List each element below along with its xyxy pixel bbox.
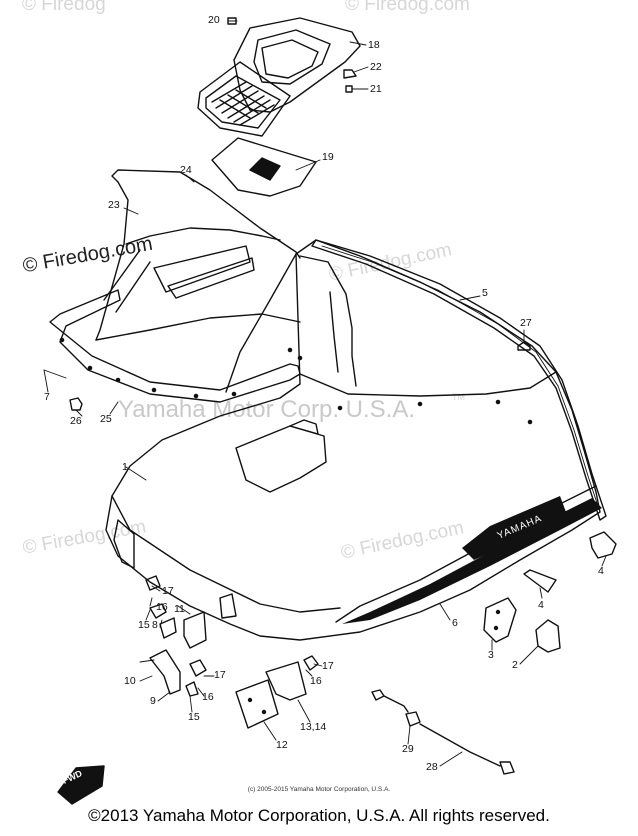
part-number: 15 xyxy=(188,711,200,723)
part-number: 15 xyxy=(138,619,150,631)
part-number: 23 xyxy=(108,199,120,211)
part-number: 6 xyxy=(452,617,458,629)
part-number: 5 xyxy=(482,287,488,299)
part-number: 22 xyxy=(370,61,382,73)
part-number: 29 xyxy=(402,743,414,755)
part-number: 25 xyxy=(100,413,112,425)
hood-body xyxy=(105,239,602,641)
latch-hardware-left xyxy=(145,575,207,697)
part-number: 1 xyxy=(122,461,128,473)
part-number: 26 xyxy=(70,415,82,427)
part-number: 27 xyxy=(520,317,532,329)
part-number: 18 xyxy=(368,39,380,51)
windshield xyxy=(95,169,301,341)
hinge-13-14 xyxy=(265,655,319,701)
fasteners-upper xyxy=(227,17,357,93)
part-number: 13,14 xyxy=(300,721,327,733)
part-number: 8 xyxy=(152,619,158,631)
part-number: 7 xyxy=(44,391,50,403)
part-number: 20 xyxy=(208,14,220,26)
part-number: 17 xyxy=(322,660,334,672)
fine-print-copyright: (c) 2005-2015 Yamaha Motor Corporation, … xyxy=(247,786,391,793)
part-number: 9 xyxy=(150,695,156,707)
bracket-4 xyxy=(523,531,617,593)
grommet-26 xyxy=(69,397,83,411)
leader-lines xyxy=(43,20,607,767)
part-number: 4 xyxy=(538,599,544,611)
part-number: 3 xyxy=(488,649,494,661)
part-number: 17 xyxy=(214,669,226,681)
headlight-hood xyxy=(197,17,361,137)
hinge-plate-3 xyxy=(483,597,517,643)
part-number: 4 xyxy=(598,565,604,577)
part-number: 28 xyxy=(426,761,438,773)
part-number: 16 xyxy=(310,675,322,687)
backing-plate-12 xyxy=(235,679,279,729)
windshield-trim xyxy=(49,289,301,403)
part-number: 19 xyxy=(322,151,334,163)
part-number: 16 xyxy=(202,691,214,703)
part-number: 21 xyxy=(370,83,382,95)
part-number: 16 xyxy=(156,601,168,613)
part-number: 17 xyxy=(162,585,174,597)
part-number: 11 xyxy=(174,603,185,615)
part-number: 24 xyxy=(180,164,192,176)
latch-bracket-2 xyxy=(535,619,561,653)
gasket xyxy=(211,137,317,197)
part-number: 10 xyxy=(124,675,136,687)
fwd-arrow xyxy=(57,765,105,805)
part-number: 2 xyxy=(512,659,518,671)
part-number: 12 xyxy=(276,739,288,751)
trim-moulding xyxy=(311,239,607,521)
cable-assembly xyxy=(371,689,515,775)
footer-copyright: ©2013 Yamaha Motor Corporation, U.S.A. A… xyxy=(88,806,550,825)
screw-27 xyxy=(517,341,531,351)
